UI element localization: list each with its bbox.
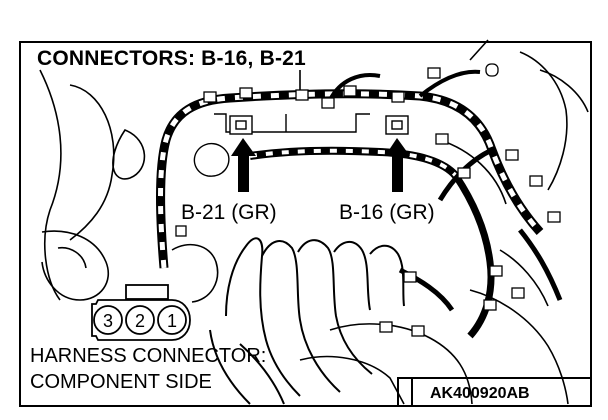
wiring-harness bbox=[156, 69, 563, 339]
manifold-runners bbox=[209, 237, 405, 405]
callout-b21: B-21 (GR) bbox=[181, 201, 277, 224]
connector-rail bbox=[193, 113, 409, 177]
small-connectors bbox=[175, 63, 561, 337]
callout-b16: B-16 (GR) bbox=[339, 201, 435, 224]
page-title: CONNECTORS: B-16, B-21 bbox=[34, 48, 309, 69]
figure-code: AK400920AB bbox=[430, 385, 530, 402]
arrow-b21 bbox=[231, 138, 256, 192]
figure-frame bbox=[19, 41, 592, 407]
harness-connector-label: HARNESS CONNECTOR: bbox=[30, 345, 267, 367]
harness-connector-diagram bbox=[91, 284, 191, 341]
pin-numbers: 3 2 1 bbox=[103, 311, 177, 331]
pin-3-label: 3 bbox=[103, 311, 113, 331]
figure-code-box bbox=[397, 377, 591, 406]
engine-outlines bbox=[39, 39, 589, 405]
component-side-label: COMPONENT SIDE bbox=[30, 371, 212, 393]
pin-1-label: 1 bbox=[167, 311, 177, 331]
pin-2-label: 2 bbox=[135, 311, 145, 331]
arrow-b16 bbox=[385, 138, 410, 192]
